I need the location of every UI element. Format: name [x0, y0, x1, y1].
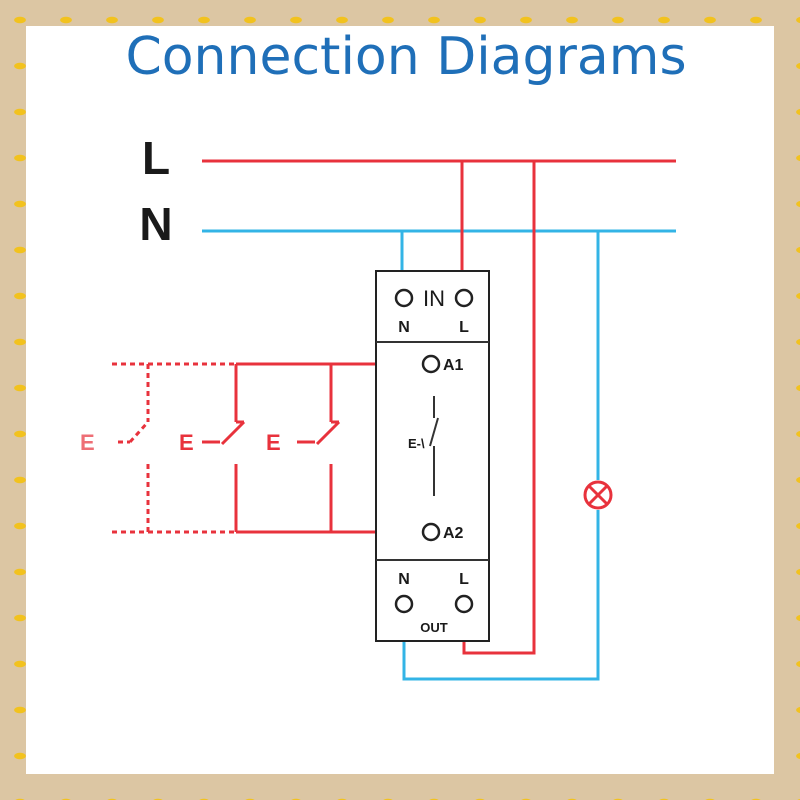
input-l-terminal [454, 288, 474, 308]
lamp-to-output-wire [402, 510, 600, 681]
line-bus-label: L [142, 132, 170, 184]
push-button-switch-icon: E [80, 364, 150, 532]
relay-module: IN N L A1 E-\ A2 N L OUT [375, 270, 490, 642]
push-button-switch-icon: E [266, 364, 341, 532]
a2-terminal [421, 522, 441, 542]
output-label: OUT [420, 620, 448, 635]
switch-label: E [179, 430, 194, 455]
module-body [375, 270, 490, 642]
page-title: Connection Diagrams [125, 27, 686, 87]
input-n-label: N [398, 319, 410, 336]
connection-diagram: Connection Diagrams L N [80, 27, 687, 681]
a1-terminal [421, 354, 441, 374]
output-l-terminal [454, 594, 474, 614]
diagram-panel: Connection Diagrams L N [26, 26, 774, 774]
push-button-switch-icon: E [179, 364, 246, 532]
a1-label: A1 [443, 357, 464, 374]
output-l-label: L [459, 571, 469, 588]
output-n-terminal [394, 594, 414, 614]
output-n-label: N [398, 571, 410, 588]
switch-label: E [80, 430, 95, 455]
a2-label: A2 [443, 525, 464, 542]
input-n-terminal [394, 288, 414, 308]
neutral-bus-label: N [139, 198, 172, 250]
coil-symbol-label: E-\ [408, 436, 425, 451]
input-l-label: L [459, 319, 469, 336]
switch-label: E [266, 430, 281, 455]
control-wiring: E E E [80, 362, 421, 534]
lamp-icon [583, 480, 613, 510]
input-label: IN [423, 286, 445, 311]
coil-switch-symbol: E-\ [408, 396, 439, 496]
